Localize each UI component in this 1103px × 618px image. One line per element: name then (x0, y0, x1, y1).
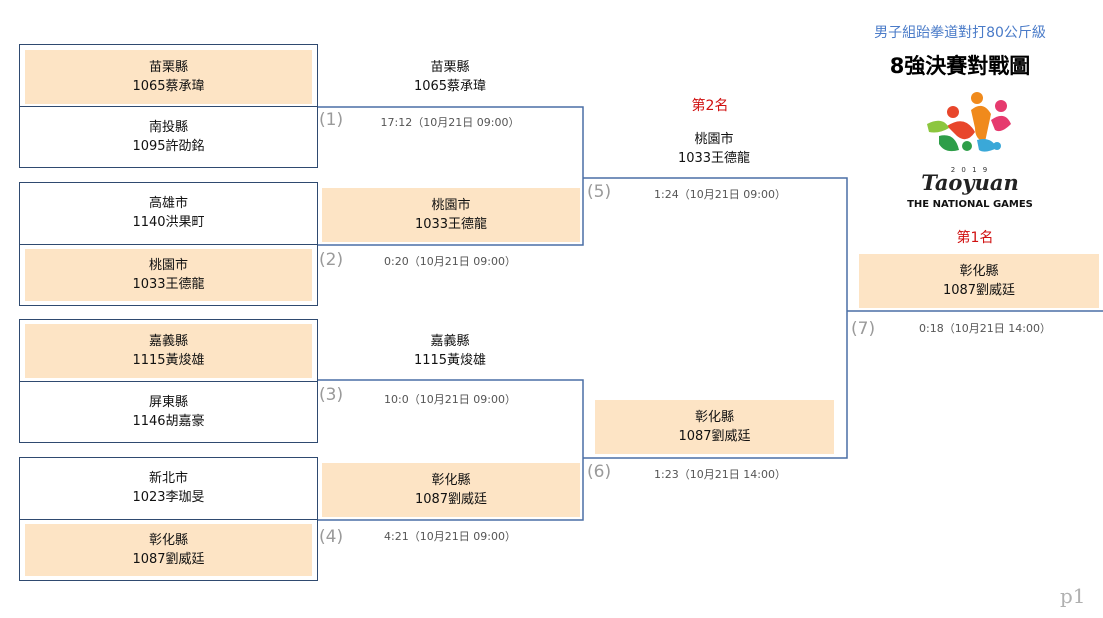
match-number: (5) (587, 182, 612, 202)
player-name: 1095許劭銘 (132, 139, 205, 154)
player-name: 1065蔡承瑋 (413, 79, 487, 94)
player-name: 1023李珈旻 (132, 490, 205, 505)
match-result: 0:18（10月21日 14:00） (919, 322, 1051, 335)
games-logo (905, 84, 1035, 214)
player-name: 1146胡嘉豪 (132, 414, 205, 429)
r1-entry-8: 彰化縣 1087劉威廷 (25, 524, 312, 576)
semi-entry-1: 苗栗縣 1065蔡承瑋 (320, 56, 580, 98)
page-label: p1 (1060, 584, 1086, 608)
r1-entry-2: 南投縣 1095許劭銘 (25, 110, 312, 164)
r1-entry-6: 屏東縣 1146胡嘉豪 (25, 385, 312, 439)
r1-entry-3: 高雄市 1140洪果町 (25, 186, 312, 240)
logo-city: Taoyuan (921, 170, 1019, 195)
logo-caption: THE NATIONAL GAMES (907, 199, 1033, 210)
team-name: 彰化縣 (431, 473, 471, 488)
team-name: 南投縣 (148, 120, 188, 135)
player-name: 1033王德龍 (414, 217, 488, 232)
player-name: 1087劉威廷 (414, 492, 488, 507)
match-result: 1:23（10月21日 14:00） (654, 468, 786, 481)
r1-entry-7: 新北市 1023李珈旻 (25, 461, 312, 515)
team-name: 桃園市 (148, 258, 188, 273)
team-name: 彰化縣 (959, 264, 999, 279)
first-place-label: 第1名 (956, 230, 994, 246)
player-name: 1140洪果町 (132, 215, 205, 230)
divider (19, 381, 318, 382)
divider (19, 244, 318, 245)
r1-entry-1: 苗栗縣 1065蔡承瑋 (25, 50, 312, 104)
team-name: 高雄市 (148, 196, 188, 211)
bracket-subtitle: 男子組跆拳道對打80公斤級 (874, 25, 1046, 41)
champion-entry: 彰化縣 1087劉威廷 (859, 254, 1099, 308)
player-name: 1115黃焌雄 (413, 353, 487, 368)
player-name: 1033王德龍 (677, 151, 751, 166)
match-number: (6) (587, 462, 612, 482)
logo-year: 2 0 1 9 (950, 166, 990, 174)
match-number: (4) (319, 527, 344, 547)
player-name: 1087劉威廷 (678, 429, 751, 444)
match-number: (7) (851, 319, 876, 339)
team-name: 嘉義縣 (430, 334, 470, 349)
player-name: 1033王德龍 (132, 277, 205, 292)
divider (19, 519, 318, 520)
team-name: 新北市 (148, 471, 188, 486)
final-entry-2: 彰化縣 1087劉威廷 (595, 400, 834, 454)
player-name: 1087劉威廷 (132, 552, 205, 567)
match-result: 1:24（10月21日 09:00） (654, 188, 786, 201)
second-place-label: 第2名 (691, 98, 729, 114)
team-name: 屏東縣 (148, 395, 188, 410)
games-logo-icon (927, 92, 1011, 152)
match-result: 0:20（10月21日 09:00） (384, 255, 516, 268)
semi-entry-2: 桃園市 1033王德龍 (322, 188, 580, 242)
player-name: 1115黃焌雄 (132, 353, 205, 368)
bracket-title: 8強決賽對戰圖 (889, 54, 1031, 78)
team-name: 彰化縣 (148, 533, 188, 548)
team-name: 桃園市 (431, 198, 471, 213)
r1-entry-5: 嘉義縣 1115黃焌雄 (25, 324, 312, 378)
match-result: 10:0（10月21日 09:00） (384, 393, 516, 406)
r1-entry-4: 桃園市 1033王德龍 (25, 249, 312, 301)
team-name: 苗栗縣 (430, 60, 470, 75)
team-name: 彰化縣 (694, 410, 734, 425)
match-number: (1) (319, 110, 344, 130)
player-name: 1087劉威廷 (942, 283, 1016, 298)
team-name: 嘉義縣 (148, 334, 188, 349)
match-result: 4:21（10月21日 09:00） (384, 530, 516, 543)
player-name: 1065蔡承瑋 (132, 79, 205, 94)
divider (19, 106, 318, 107)
team-name: 桃園市 (694, 132, 734, 147)
match-number: (2) (319, 250, 344, 270)
semi-entry-3: 嘉義縣 1115黃焌雄 (320, 330, 580, 372)
final-entry-1: 桃園市 1033王德龍 (600, 128, 828, 170)
match-result: 17:12（10月21日 09:00） (380, 116, 520, 129)
team-name: 苗栗縣 (148, 60, 188, 75)
match-number: (3) (319, 385, 344, 405)
semi-entry-4: 彰化縣 1087劉威廷 (322, 463, 580, 517)
